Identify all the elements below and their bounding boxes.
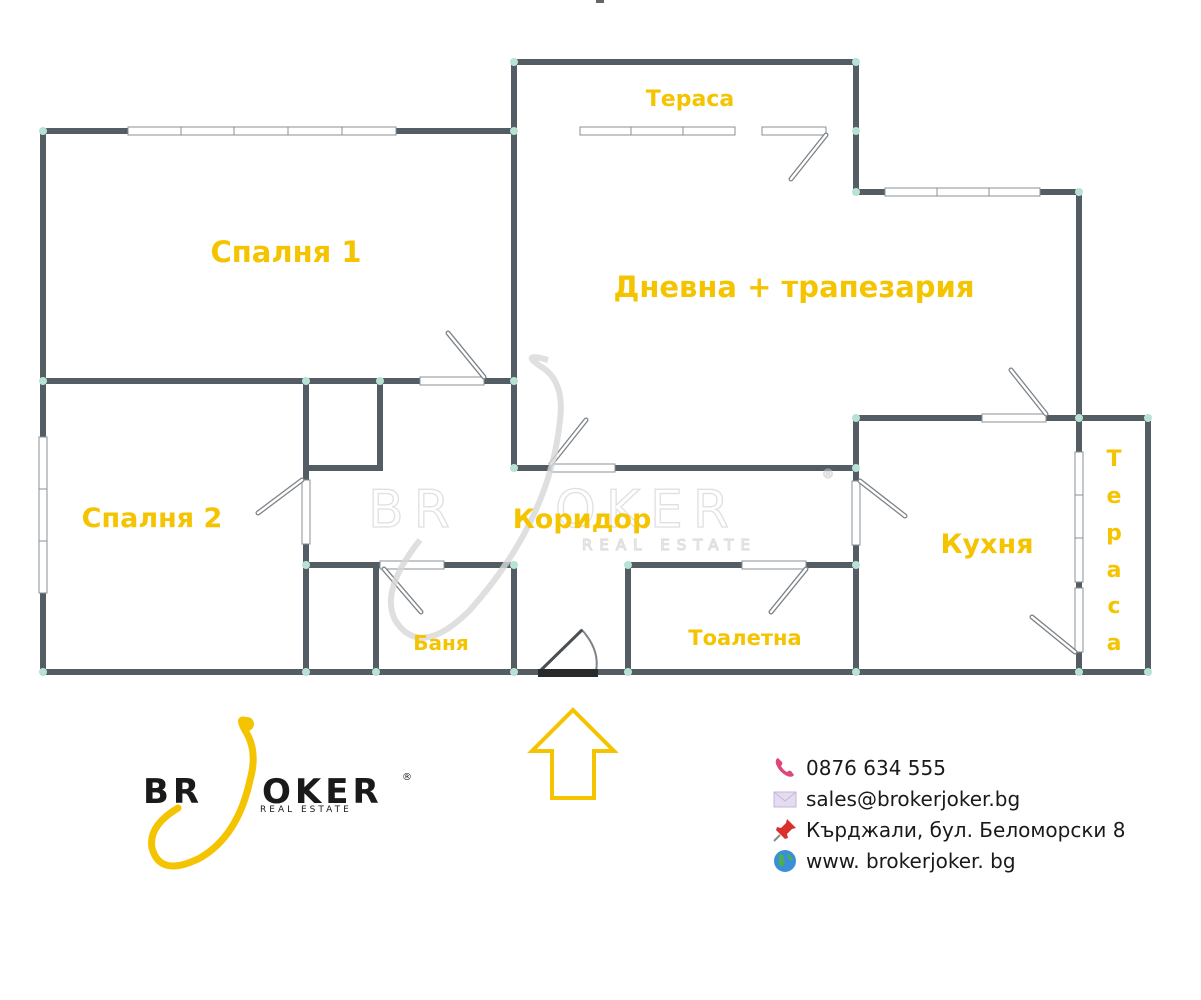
walls — [40, 59, 1151, 675]
svg-text:а: а — [1107, 558, 1122, 583]
room-label-bedroom2: Спалня 2 — [82, 503, 223, 534]
room-label-kitchen: Кухня — [940, 529, 1033, 560]
pushpin-icon — [773, 818, 796, 842]
room-label-terrace-top: Тераса — [646, 87, 734, 112]
watermark-brand-right: OKER — [555, 480, 739, 540]
top-edge-mark — [596, 0, 604, 3]
svg-text:е: е — [1107, 484, 1122, 509]
room-label-bedroom1: Спалня 1 — [210, 235, 361, 269]
svg-text:с: с — [1107, 594, 1120, 619]
window-living-right — [884, 187, 1041, 197]
window-bedroom1 — [127, 126, 397, 136]
svg-text:Т: Т — [1106, 447, 1121, 472]
contact-address-text: Кърджали, бул. Беломорски 8 — [806, 817, 1126, 842]
logo-j-dot-icon — [240, 717, 254, 731]
contact-phone-text: 0876 634 555 — [806, 755, 946, 780]
svg-text:р: р — [1106, 521, 1122, 546]
window-bedroom2 — [38, 436, 48, 594]
watermark-tagline: REAL ESTATE — [582, 536, 757, 554]
window-kitchen — [1074, 451, 1084, 583]
window-living-top — [579, 126, 736, 136]
contact-address: Кърджали, бул. Беломорски 8 — [772, 814, 1192, 845]
logo-brand-left: BR — [143, 772, 203, 812]
watermark: BR OKER ® REAL ESTATE — [367, 354, 835, 641]
watermark-brand-left: BR — [368, 480, 460, 540]
contact-block: 0876 634 555 sales@brokerjoker.bg Кърджа… — [772, 752, 1192, 876]
logo-tagline: REAL ESTATE — [260, 805, 352, 815]
watermark-trademark: ® — [822, 467, 834, 481]
room-label-corridor: Коридор — [513, 504, 652, 535]
globe-icon — [774, 849, 796, 872]
room-label-living: Дневна + трапезария — [614, 270, 975, 304]
svg-text:а: а — [1107, 631, 1122, 656]
logo-brand-right: OKER — [262, 772, 383, 812]
contact-phone[interactable]: 0876 634 555 — [772, 752, 1192, 783]
contact-email[interactable]: sales@brokerjoker.bg — [772, 783, 1192, 814]
contact-website-text: www. brokerjoker. bg — [806, 848, 1016, 873]
contact-email-text: sales@brokerjoker.bg — [806, 786, 1021, 811]
entrance-arrow-icon — [527, 707, 619, 800]
room-label-bathroom: Баня — [413, 631, 468, 655]
wall-nodes — [39, 58, 1152, 676]
contact-website[interactable]: www. brokerjoker. bg — [772, 845, 1192, 876]
room-label-terrace-side: Т е р а с а — [1106, 447, 1122, 656]
room-label-toilet: Тоалетна — [688, 626, 801, 650]
phone-icon — [775, 757, 794, 777]
logo-j-swoosh-icon — [148, 716, 257, 870]
brand-logo: BR OKER ® REAL ESTATE — [143, 716, 412, 870]
envelope-icon — [773, 791, 797, 807]
logo-trademark: ® — [402, 772, 412, 783]
